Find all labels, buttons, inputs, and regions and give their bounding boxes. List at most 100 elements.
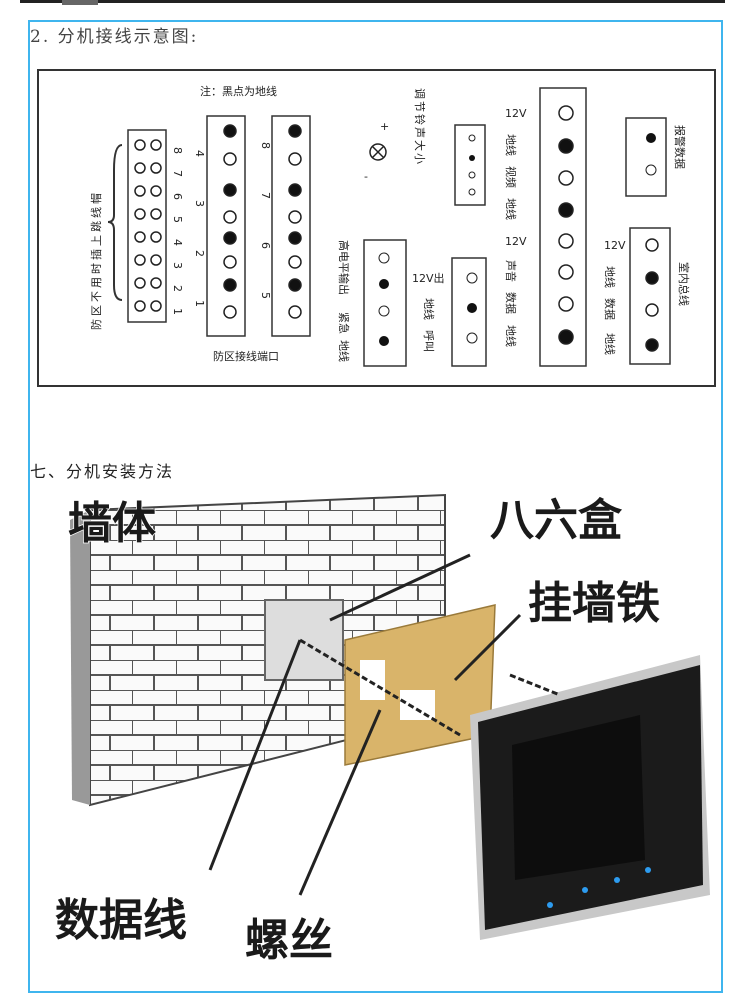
arrow-screw <box>298 709 382 896</box>
main-pin-label: 12V <box>505 107 527 120</box>
main-pins <box>558 105 574 345</box>
jumper-number: 3 <box>171 262 184 269</box>
pin <box>468 188 476 196</box>
arrow-mount <box>299 638 461 737</box>
main-pin <box>558 329 574 345</box>
four-pin-connector <box>454 124 486 206</box>
junction-box <box>264 599 344 681</box>
call-connector <box>451 257 487 367</box>
alarm-label: 报警数据 <box>673 125 687 169</box>
main-pin-label: 地线 <box>504 134 518 156</box>
main-pin <box>558 138 574 154</box>
zone-pin <box>288 278 302 292</box>
jumper-pin <box>134 185 146 197</box>
main-pin <box>558 202 574 218</box>
zone-pins <box>223 124 302 319</box>
header-mark <box>62 0 98 5</box>
pin <box>378 252 390 264</box>
output-label: 高电平输出 <box>337 240 351 295</box>
zone-pin <box>288 231 302 245</box>
zone-pin <box>223 231 237 245</box>
jumper-pins <box>134 139 162 312</box>
bus-pin <box>645 303 659 317</box>
header-rule <box>20 0 725 3</box>
jumper-pin <box>150 208 162 220</box>
jumper-number: 6 <box>171 193 184 200</box>
zone-number: 8 <box>259 142 272 149</box>
section-heading-wiring: 2. 分机接线示意图: <box>30 27 199 47</box>
volume-label: 调节铃声大小 <box>413 88 427 166</box>
jumper-number: 1 <box>171 308 184 315</box>
jumper-pin <box>150 254 162 266</box>
bus-pin <box>645 271 659 285</box>
diagram-note: 注：黑点为地线 <box>200 84 277 98</box>
arrow-mount <box>509 673 561 697</box>
jumper-block <box>127 129 167 323</box>
label-wall: 墙体 <box>68 498 156 549</box>
zone-pin <box>288 183 302 197</box>
call-ground-label: 地线 <box>422 298 436 320</box>
zone-pin <box>288 305 302 319</box>
zone-pin <box>223 255 237 269</box>
main-pin-label: 声音 <box>504 260 518 282</box>
jumper-pin <box>134 139 146 151</box>
zone-pin <box>223 124 237 138</box>
jumper-number: 8 <box>171 147 184 154</box>
zone-pin <box>223 183 237 197</box>
pin <box>466 332 478 344</box>
jumper-pin <box>134 231 146 243</box>
main-pin <box>558 105 574 121</box>
jumper-number: 4 <box>171 239 184 246</box>
volume-knob-icon <box>369 143 387 161</box>
jumper-pin <box>150 139 162 151</box>
jumper-number: 5 <box>171 216 184 223</box>
arrow-cable <box>208 639 302 871</box>
brace <box>107 144 123 301</box>
main-connector <box>539 87 587 367</box>
jumper-number: 7 <box>171 170 184 177</box>
main-pin-label: 地线 <box>504 325 518 347</box>
bus-pin <box>645 338 659 352</box>
monitor-button <box>645 867 651 873</box>
pin <box>467 303 477 313</box>
pin <box>645 164 657 176</box>
jumper-pin <box>134 208 146 220</box>
main-pin <box>558 170 574 186</box>
zone-number: 3 <box>193 200 206 207</box>
jumper-pin <box>150 185 162 197</box>
bus-pin-label: 地线 <box>603 266 617 288</box>
bus-pin-label: 12V <box>604 239 626 252</box>
bus-connector <box>629 227 671 365</box>
section-heading-install: 七、分机安装方法 <box>30 462 175 481</box>
pin <box>646 133 656 143</box>
content-frame <box>28 20 723 993</box>
main-pin-label: 视频 <box>504 166 518 188</box>
main-pin-label: 数据 <box>504 292 518 314</box>
zone-pin <box>288 124 302 138</box>
label-box: 八六盒 <box>490 495 623 546</box>
main-pin <box>558 233 574 249</box>
bus-pin <box>645 238 659 252</box>
arrows <box>208 553 561 896</box>
arrow-bracket <box>453 613 522 682</box>
jumper-pin <box>134 277 146 289</box>
zone-pin <box>223 278 237 292</box>
jumper-pin <box>134 254 146 266</box>
zone-connector-left <box>206 115 246 337</box>
zone-pin <box>288 255 302 269</box>
diagram-box <box>37 69 716 387</box>
pin <box>379 279 389 289</box>
pin <box>468 134 476 142</box>
zone-pin <box>223 210 237 224</box>
zone-number: 4 <box>193 150 206 157</box>
jumper-pin <box>150 300 162 312</box>
wall-side <box>70 510 90 805</box>
pin <box>466 272 478 284</box>
arrow-box <box>329 553 471 622</box>
monitor-button <box>547 902 553 908</box>
ground-label: 地线 <box>337 340 351 362</box>
bracket-slot <box>400 690 435 720</box>
label-screw: 螺丝 <box>245 915 333 966</box>
